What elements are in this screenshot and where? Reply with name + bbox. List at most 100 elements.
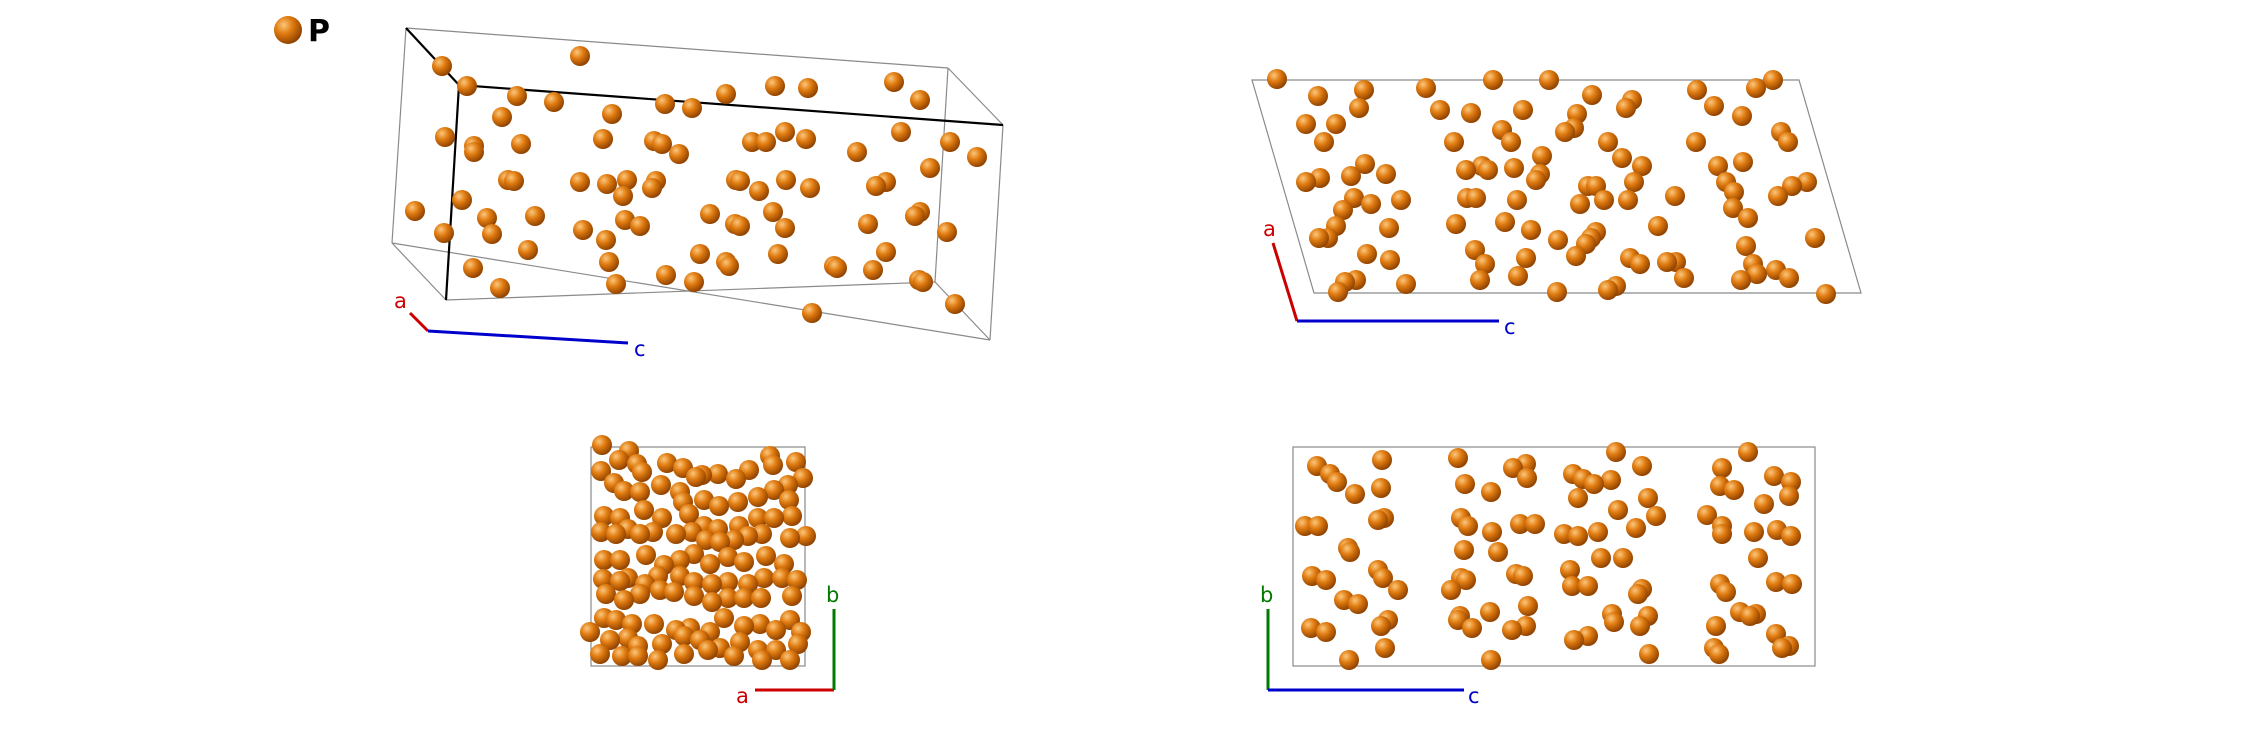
phosphorus-atom: [630, 524, 650, 544]
unit-cell-box: [590, 446, 806, 667]
phosphorus-atom: [1547, 282, 1567, 302]
phosphorus-atom: [686, 467, 706, 487]
phosphorus-atom: [592, 435, 612, 455]
phosphorus-atom: [525, 206, 545, 226]
phosphorus-atom: [1481, 482, 1501, 502]
phosphorus-atom: [1532, 146, 1552, 166]
phosphorus-atom: [1503, 458, 1523, 478]
phosphorus-atom: [570, 172, 590, 192]
phosphorus-atom: [590, 644, 610, 664]
phosphorus-atom: [1466, 188, 1486, 208]
phosphorus-atom: [617, 170, 637, 190]
phosphorus-atom: [764, 480, 784, 500]
phosphorus-atom: [1674, 268, 1694, 288]
phosphorus-atom: [628, 646, 648, 666]
phosphorus-atom: [1501, 132, 1521, 152]
phosphorus-atom: [593, 569, 613, 589]
phosphorus-atom: [766, 640, 786, 660]
phosphorus-atom: [847, 142, 867, 162]
c-axis-label: c: [1504, 315, 1516, 339]
phosphorus-atom: [782, 586, 802, 606]
phosphorus-atom: [724, 646, 744, 666]
phosphorus-atom: [1345, 484, 1365, 504]
phosphorus-atom: [708, 464, 728, 484]
phosphorus-atom: [1746, 78, 1766, 98]
phosphorus-atom: [1724, 480, 1744, 500]
phosphorus-atom: [766, 620, 786, 640]
phosphorus-atom: [1639, 644, 1659, 664]
phosphorus-atom: [651, 475, 671, 495]
phosphorus-atom: [432, 56, 452, 76]
phosphorus-atom: [714, 608, 734, 628]
phosphorus-atom: [1482, 522, 1502, 542]
phosphorus-atom: [1296, 172, 1316, 192]
phosphorus-atom: [1733, 152, 1753, 172]
phosphorus-atom: [920, 158, 940, 178]
phosphorus-atom: [1582, 85, 1602, 105]
phosphorus-atom: [1568, 488, 1588, 508]
c-axis-label: c: [1468, 684, 1480, 708]
phosphorus-atom: [684, 272, 704, 292]
phosphorus-atom: [652, 634, 672, 654]
a-axis-label: a: [1263, 217, 1276, 241]
phosphorus-atom: [1763, 70, 1783, 90]
phosphorus-atom: [1736, 236, 1756, 256]
phosphorus-atom: [1624, 172, 1644, 192]
phosphorus-atom: [580, 622, 600, 642]
phosphorus-atom: [780, 650, 800, 670]
atoms-layer: [1267, 69, 1836, 304]
phosphorus-atom: [544, 92, 564, 112]
phosphorus-atom: [1591, 548, 1611, 568]
phosphorus-atom: [1560, 560, 1580, 580]
phosphorus-atom: [876, 242, 896, 262]
phosphorus-atom: [644, 614, 664, 634]
phosphorus-atom: [1632, 156, 1652, 176]
phosphorus-atom: [674, 626, 694, 646]
phosphorus-atom: [1430, 100, 1450, 120]
phosphorus-atom: [1764, 466, 1784, 486]
phosphorus-atom: [1781, 526, 1801, 546]
phosphorus-atom: [782, 506, 802, 526]
phosphorus-atom: [670, 550, 690, 570]
legend-element-label: P: [308, 14, 330, 49]
phosphorus-atom: [1709, 644, 1729, 664]
phosphorus-atom: [634, 500, 654, 520]
phosphorus-atom: [1797, 172, 1817, 192]
phosphorus-atom: [742, 132, 762, 152]
phosphorus-atom: [1510, 514, 1530, 534]
phosphorus-atom: [632, 462, 652, 482]
phosphorus-atom: [1462, 618, 1482, 638]
phosphorus-atom: [787, 570, 807, 590]
phosphorus-atom: [734, 616, 754, 636]
phosphorus-atom: [1706, 616, 1726, 636]
phosphorus-atom: [718, 588, 738, 608]
phosphorus-atom: [1388, 580, 1408, 600]
phosphorus-atom: [1416, 78, 1436, 98]
phosphorus-atom: [1518, 596, 1538, 616]
phosphorus-atom: [630, 216, 650, 236]
phosphorus-atom: [793, 468, 813, 488]
phosphorus-atom: [702, 574, 722, 594]
phosphorus-atom: [684, 572, 704, 592]
phosphorus-atom: [615, 210, 635, 230]
phosphorus-atom: [655, 94, 675, 114]
phosphorus-atom: [1566, 246, 1586, 266]
phosphorus-atom: [1686, 132, 1706, 152]
phosphorus-atom: [492, 107, 512, 127]
phosphorus-atom: [1368, 510, 1388, 530]
phosphorus-atom: [1465, 240, 1485, 260]
phosphorus-atom: [749, 181, 769, 201]
view-along-c: a b: [580, 435, 839, 708]
phosphorus-atom: [614, 481, 634, 501]
phosphorus-atom: [606, 524, 626, 544]
phosphorus-atom: [648, 650, 668, 670]
phosphorus-atom: [1475, 254, 1495, 274]
phosphorus-atom: [1712, 524, 1732, 544]
phosphorus-atom: [1562, 576, 1582, 596]
phosphorus-atom: [591, 461, 611, 481]
phosphorus-atom: [482, 224, 502, 244]
phosphorus-atom: [1665, 186, 1685, 206]
phosphorus-atom: [507, 86, 527, 106]
phosphorus-atom: [788, 634, 808, 654]
phosphorus-atom: [452, 190, 472, 210]
